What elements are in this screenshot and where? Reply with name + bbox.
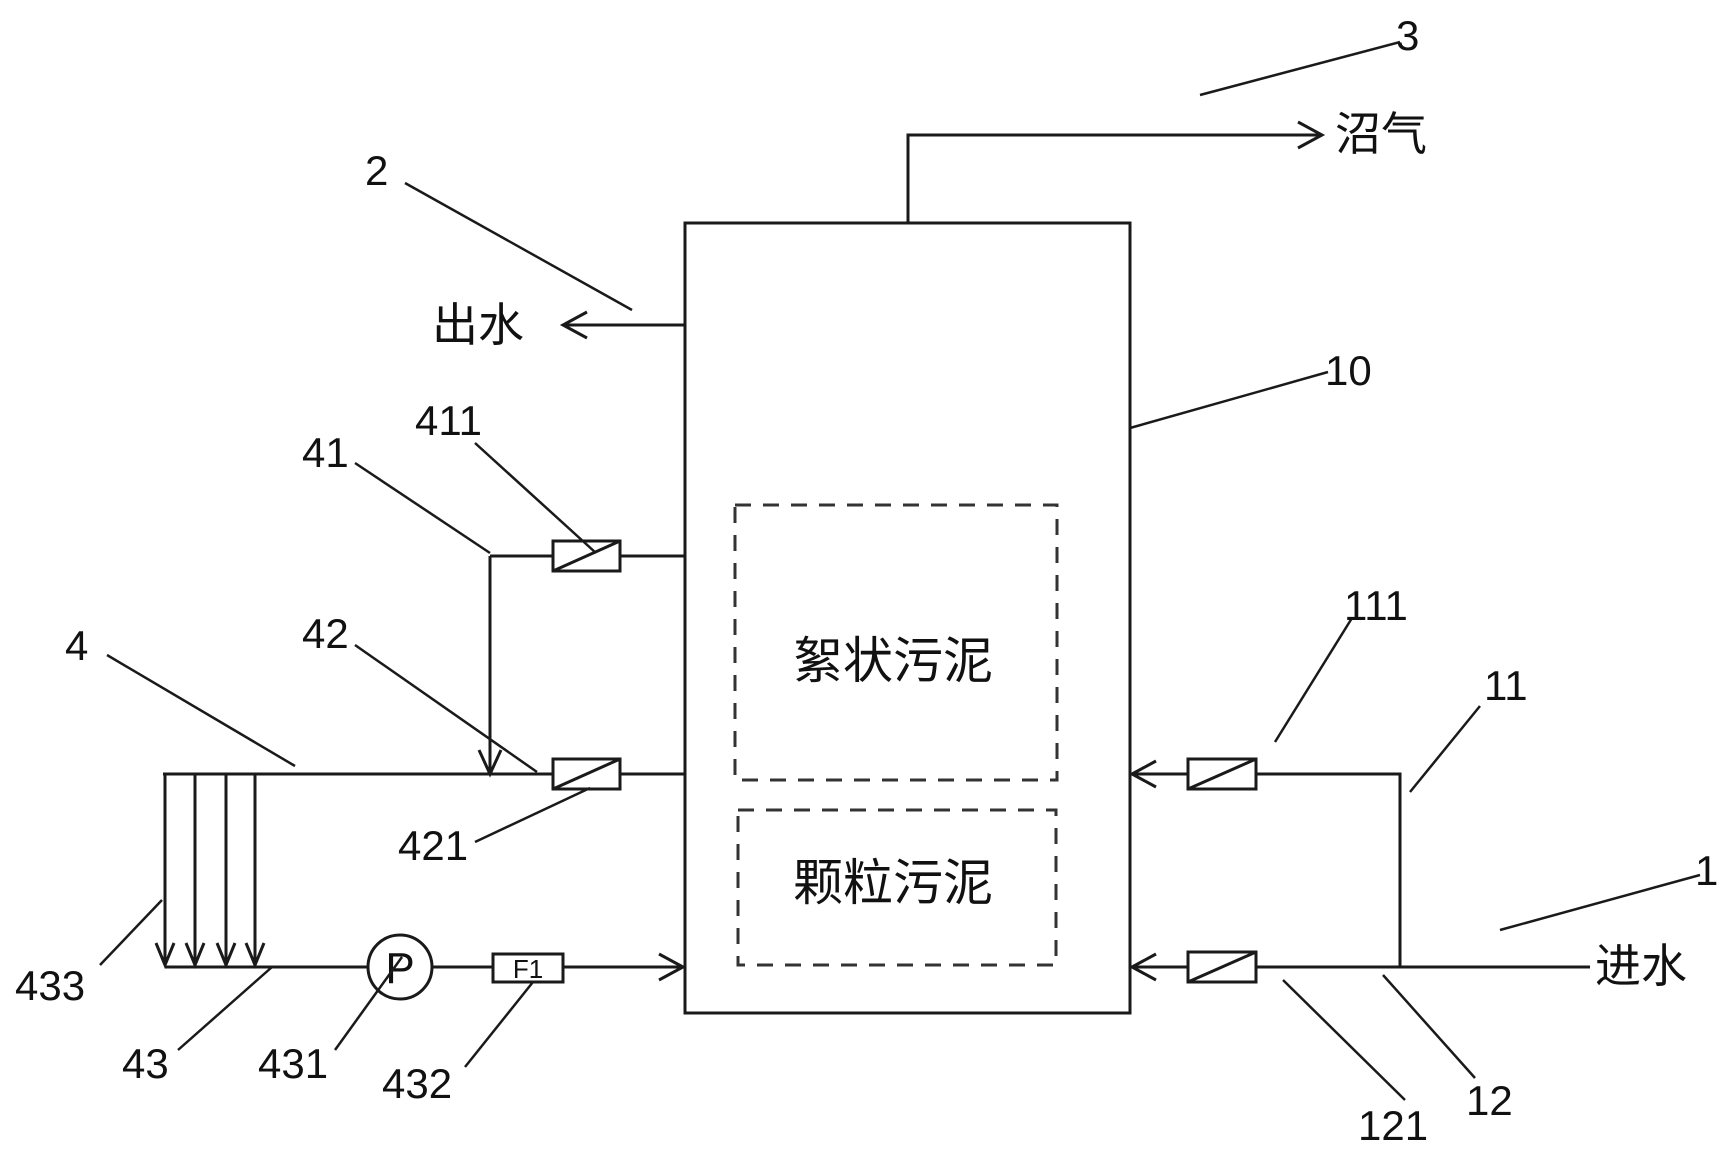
granular-sludge-label: 颗粒污泥: [793, 854, 993, 912]
label-11: 11: [1484, 662, 1528, 709]
leader-41: [354, 461, 491, 555]
label-12: 12: [1466, 1077, 1513, 1124]
leader-421: [474, 786, 591, 844]
label-41: 41: [302, 429, 349, 476]
leader-42: [354, 643, 538, 774]
leader-10: [1129, 370, 1329, 430]
pipe-11: [1256, 772, 1402, 967]
leader-2: [404, 181, 633, 312]
leader-11: [1409, 705, 1481, 793]
label-111: 111: [1344, 582, 1408, 629]
label-421: 421: [398, 822, 468, 869]
leader-1: [1499, 873, 1701, 932]
label-431: 431: [258, 1040, 328, 1087]
label-432: 432: [382, 1060, 452, 1107]
svg-text:P: P: [385, 944, 414, 993]
biogas-label: 沼气: [1335, 107, 1427, 161]
label-43: 43: [122, 1040, 169, 1087]
manifold-433: [154, 774, 266, 969]
leader-111: [1273, 617, 1354, 743]
flowmeter-432: F1: [491, 952, 565, 984]
leader-411: [474, 442, 597, 554]
pipe-12-arrowhead: [1128, 952, 1157, 982]
pump-431: P: [366, 933, 434, 1001]
floc-sludge-label: 絮状污泥: [793, 632, 993, 690]
valve-111: [1186, 757, 1258, 791]
label-3: 3: [1396, 12, 1419, 59]
leader-431: [333, 956, 404, 1051]
leader-433: [99, 899, 163, 966]
outlet-arrowhead: [559, 310, 588, 340]
label-2: 2: [365, 147, 388, 194]
floc-sludge-zone: [733, 503, 1059, 782]
valve-421: [551, 757, 622, 791]
svg-text:F1: F1: [513, 954, 543, 984]
pipe-11-arrowhead: [1128, 759, 1157, 789]
biogas-pipe: [906, 133, 1320, 223]
leader-121: [1282, 979, 1406, 1101]
label-4: 4: [65, 622, 88, 669]
valve-121: [1186, 950, 1258, 984]
inlet-label: 进水: [1595, 939, 1687, 993]
label-1: 1: [1695, 847, 1718, 894]
leader-43: [177, 966, 273, 1051]
label-10: 10: [1325, 347, 1372, 394]
leader-3: [1199, 40, 1401, 97]
biogas-arrowhead: [1297, 120, 1326, 150]
granular-sludge-zone: [736, 808, 1058, 967]
label-42: 42: [302, 610, 349, 657]
label-433: 433: [15, 962, 85, 1009]
valve-411: [551, 539, 622, 573]
label-121: 121: [1358, 1102, 1428, 1149]
leader-432: [464, 981, 534, 1068]
label-411: 411: [415, 397, 482, 444]
outlet-label: 出水: [432, 298, 524, 352]
leader-4: [106, 653, 296, 768]
pipe-43-arrowhead: [658, 952, 687, 982]
leader-12: [1382, 974, 1476, 1079]
